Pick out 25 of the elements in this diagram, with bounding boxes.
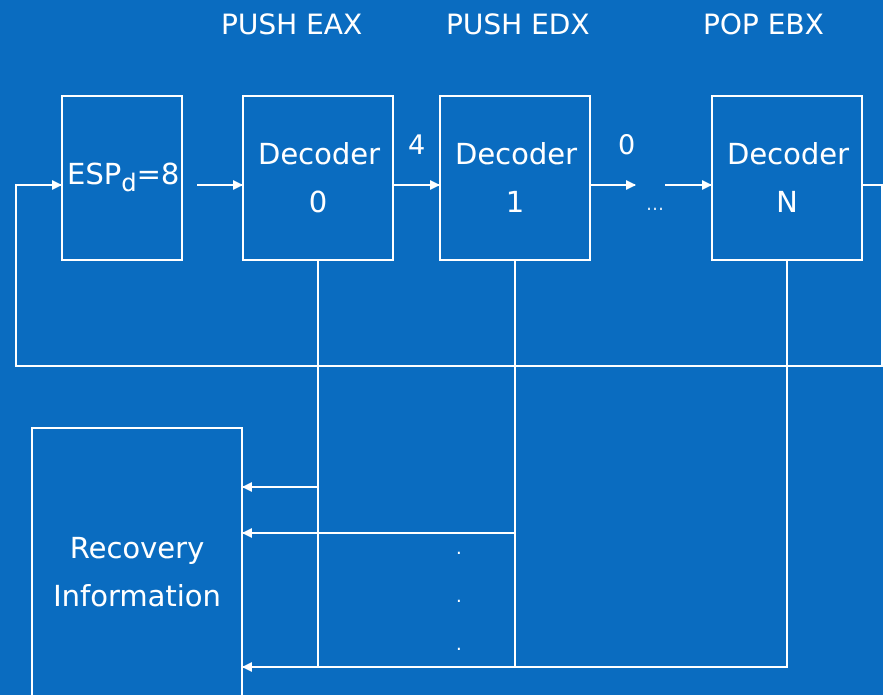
ellipsis-dot: . (456, 538, 462, 559)
arrow (591, 180, 636, 190)
arrow (197, 180, 243, 190)
instruction-label: PUSH EDX (446, 8, 590, 41)
block-box (31, 427, 243, 695)
instruction-label: PUSH EAX (221, 8, 362, 41)
ellipsis-dot: . (456, 586, 462, 607)
instruction-label: POP EBX (703, 8, 824, 41)
ellipsis-dot: . (456, 634, 462, 655)
block-box (439, 95, 591, 261)
block-label: Decoder 1 (455, 136, 575, 221)
arrow (394, 180, 440, 190)
ellipsis-text: … (646, 195, 664, 215)
block-box (711, 95, 863, 261)
block-label: ESP$_{d}$=8 (67, 156, 177, 198)
arrow (242, 261, 516, 538)
block-label: Decoder N (727, 136, 847, 221)
block-box (242, 95, 394, 261)
block-box (61, 95, 183, 261)
arrow (242, 261, 319, 492)
block-label: Recovery Information (52, 530, 222, 615)
arrow (15, 180, 883, 367)
block-label: Decoder 0 (258, 136, 378, 221)
arrow (242, 261, 788, 672)
arrow (665, 180, 712, 190)
